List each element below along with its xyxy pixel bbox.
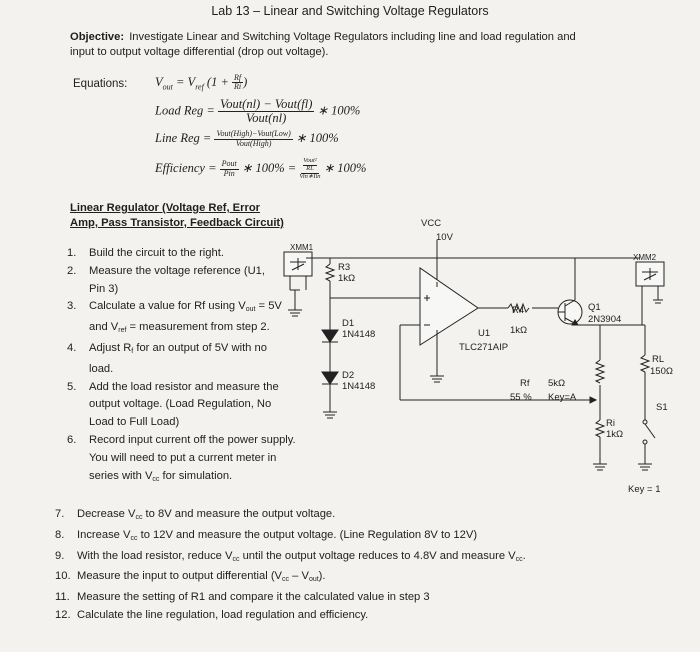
q1-part: 2N3904 — [588, 314, 621, 325]
vcc-value: 10V — [436, 232, 454, 243]
eff-num2a: Vout² — [303, 157, 317, 166]
ri-name: Ri — [606, 418, 615, 429]
vout-num: Rf — [232, 73, 244, 84]
u1-name: U1 — [478, 328, 490, 339]
r4-value: 1kΩ — [510, 325, 527, 336]
step-item: 11.Measure the setting of R1 and compare… — [55, 591, 430, 604]
rf-name: Rf — [520, 378, 530, 389]
line-reg-lhs: Line Reg = — [155, 131, 212, 145]
vout-close: ) — [243, 74, 248, 89]
rf-value: 5kΩ — [548, 378, 565, 389]
eff-mid: ∗ 100% = — [241, 161, 297, 176]
eff-num1: Pout — [219, 159, 239, 170]
r3-name: R3 — [338, 262, 350, 273]
objective-label: Objective: — [70, 31, 125, 43]
section-title-line2: Amp, Pass Transistor, Feedback Circuit) — [70, 217, 284, 229]
vout-lhs-sub: out — [162, 82, 173, 92]
step-item: 9.With the load resistor, reduce Vcc unt… — [55, 549, 526, 563]
step-item: 7.Decrease Vcc to 8V and measure the out… — [55, 508, 336, 521]
section-title: Linear Regulator (Voltage Ref, Error Amp… — [70, 201, 284, 231]
step-item: 4.Adjust Rf for an output of 5V with no … — [67, 341, 267, 375]
equation-load-reg: Load Reg = Vout(nl) − Vout(fl)Vout(nl) ∗… — [155, 97, 361, 126]
xmm2-label: XMM2 — [633, 253, 657, 262]
eff-tail: ∗ 100% — [323, 161, 367, 176]
q1-name: Q1 — [588, 302, 601, 313]
steps-list-left: 1.Build the circuit to the right. 2.Meas… — [67, 245, 296, 488]
rf-pct: 55 % — [510, 392, 532, 403]
objective: Objective: Investigate Linear and Switch… — [70, 30, 595, 59]
xmm1-label: XMM1 — [290, 243, 314, 252]
step-item: 5.Add the load resistor and measure the … — [67, 380, 279, 429]
ri-value: 1kΩ — [606, 429, 623, 440]
vout-den: Ri — [234, 82, 242, 92]
vout-mid: = V — [176, 74, 196, 89]
d2-part: 1N4148 — [342, 381, 375, 392]
section-title-line1: Linear Regulator (Voltage Ref, Error — [70, 202, 261, 214]
step-item: 10.Measure the input to output different… — [55, 570, 326, 584]
eff-den1: Pin — [223, 168, 235, 178]
vout-lhs: V — [155, 74, 163, 89]
s1-name: S1 — [656, 402, 668, 413]
line-reg-tail: ∗ 100% — [295, 131, 339, 145]
d2-name: D2 — [342, 370, 354, 381]
step-item: 12.Calculate the line regulation, load r… — [55, 608, 369, 621]
step-item: 2.Measure the voltage reference (U1, Pin… — [67, 264, 265, 295]
rl-value: 150Ω — [650, 366, 673, 377]
vcc-label: VCC — [421, 218, 441, 229]
d1-part: 1N4148 — [342, 329, 375, 340]
equation-line-reg: Line Reg = Vout(High)−Vout(Low)Vout(High… — [155, 129, 339, 148]
r4-name: R4 — [512, 305, 524, 316]
objective-text: Investigate Linear and Switching Voltage… — [70, 31, 576, 58]
line-reg-num: Vout(High)−Vout(Low) — [214, 129, 293, 140]
step-item: 3.Calculate a value for Rf using Vout = … — [67, 300, 282, 335]
rl-name: RL — [652, 354, 664, 365]
load-reg-tail: ∗ 100% — [317, 103, 361, 118]
page-title: Lab 13 – Linear and Switching Voltage Re… — [211, 4, 489, 18]
load-reg-num: Vout(nl) − Vout(fl) — [217, 97, 315, 113]
load-reg-lhs: Load Reg = — [155, 103, 215, 118]
step-item: 6.Record input current off the power sup… — [67, 433, 296, 483]
eff-lhs: Efficiency = — [155, 161, 217, 176]
step-item: 1.Build the circuit to the right. — [67, 247, 224, 259]
steps-list-bottom: 7.Decrease Vcc to 8V and measure the out… — [55, 506, 675, 625]
d1-name: D1 — [342, 318, 354, 329]
eff-den2: Vin∗Iin — [299, 172, 321, 180]
u1-part: TLC271AIP — [459, 342, 508, 353]
s1-key: Key = 1 — [628, 484, 660, 495]
eff-num2b: RL — [306, 164, 314, 172]
line-reg-den: Vout(High) — [235, 138, 272, 148]
r3-value: 1kΩ — [338, 273, 355, 284]
vout-paren: (1 + — [206, 74, 229, 89]
rf-key: Key=A — [548, 392, 577, 403]
step-item: 8.Increase Vcc to 12V and measure the ou… — [55, 528, 478, 542]
equations-label: Equations: — [73, 78, 128, 90]
load-reg-den: Vout(nl) — [246, 111, 287, 126]
vout-mid-sub: ref — [195, 82, 204, 92]
